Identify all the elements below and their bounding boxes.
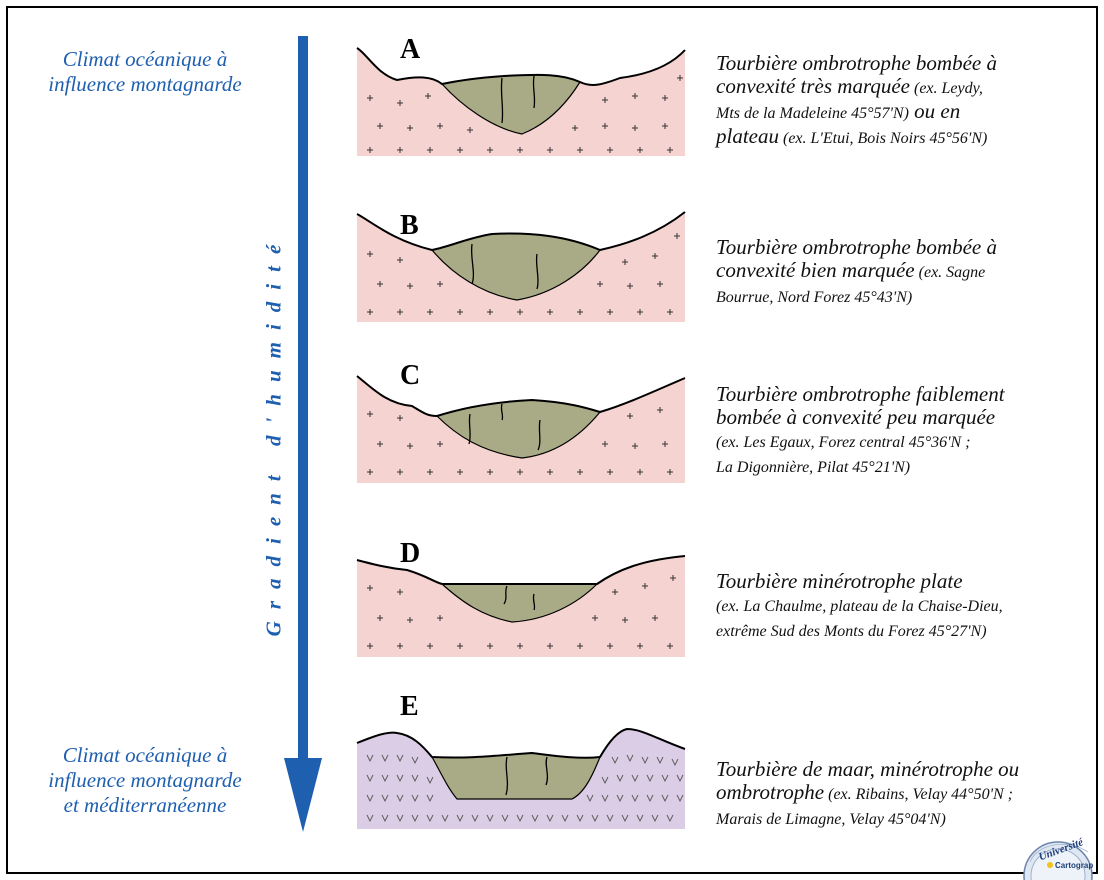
profile-e-letter: E (400, 691, 419, 723)
desc-c-line3-ex: (ex. Les Egaux, Forez central 45°36'N ; (716, 434, 971, 451)
desc-b-line2-ex: (ex. Sagne (915, 264, 986, 281)
desc-b-line1: Tourbière ombrotrophe bombée à (716, 236, 1091, 259)
climate-bottom-caption: Climat océanique à influence montagnarde… (10, 743, 280, 818)
desc-c-line4-ex: La Digonnière, Pilat 45°21'N) (716, 459, 910, 476)
desc-e-line2-main: ombrotrophe (716, 780, 824, 804)
desc-b-line3-ex: Bourrue, Nord Forez 45°43'N) (716, 289, 912, 306)
desc-b-line2-main: convexité bien marquée (716, 258, 915, 282)
desc-a-line1: Tourbière ombrotrophe bombée à (716, 52, 1091, 75)
profile-e: E (352, 705, 697, 833)
peat-body (432, 753, 600, 799)
desc-c-line2: bombée à convexité peu marquée (716, 406, 1091, 429)
profile-c-letter: C (400, 360, 420, 392)
desc-a-line2-ex: (ex. Leydy, (910, 80, 983, 97)
profile-e-cross-section (352, 705, 697, 833)
profile-c-description: Tourbière ombrotrophe faiblement bombée … (716, 383, 1091, 479)
climate-bottom-line3: et méditerranéenne (10, 793, 280, 818)
profile-a: A (352, 38, 697, 160)
desc-e-line3-ex: Marais de Limagne, Velay 45°04'N) (716, 811, 946, 828)
climate-top-line2: influence montagnarde (10, 72, 280, 97)
desc-a-line3-ex: Mts de la Madeleine 45°57'N) (716, 105, 909, 122)
profile-b: B (352, 204, 697, 326)
profile-d: D (352, 542, 697, 660)
desc-c-line1: Tourbière ombrotrophe faiblement (716, 383, 1091, 406)
profile-d-description: Tourbière minérotrophe plate (ex. La Cha… (716, 570, 1091, 643)
university-logo: Université Cartograp (1012, 832, 1102, 880)
profile-b-description: Tourbière ombrotrophe bombée à convexité… (716, 236, 1091, 309)
desc-e-line1: Tourbière de maar, minérotrophe ou (716, 758, 1091, 781)
profile-a-description: Tourbière ombrotrophe bombée à convexité… (716, 52, 1091, 150)
climate-bottom-line1: Climat océanique à (10, 743, 280, 768)
profile-b-letter: B (400, 210, 419, 242)
desc-a-line2-main: convexité très marquée (716, 74, 910, 98)
climate-bottom-line2: influence montagnarde (10, 768, 280, 793)
desc-d-line3-ex: extrême Sud des Monts du Forez 45°27'N) (716, 623, 987, 640)
profile-e-description: Tourbière de maar, minérotrophe ou ombro… (716, 758, 1091, 831)
profile-c: C (352, 368, 697, 486)
desc-d-line1: Tourbière minérotrophe plate (716, 570, 1091, 593)
svg-text:Cartograp: Cartograp (1055, 861, 1093, 870)
desc-a-line4-main: plateau (716, 124, 779, 148)
gradient-label: Gradient d'humidité (262, 215, 287, 655)
climate-top-line1: Climat océanique à (10, 47, 280, 72)
desc-d-line2-ex: (ex. La Chaulme, plateau de la Chaise-Di… (716, 598, 1003, 615)
university-logo-graphic: Université Cartograp (1012, 832, 1102, 880)
profile-a-letter: A (400, 34, 420, 66)
climate-top-caption: Climat océanique à influence montagnarde (10, 47, 280, 97)
profile-d-letter: D (400, 538, 420, 570)
desc-a-line4-ex: (ex. L'Etui, Bois Noirs 45°56'N) (779, 130, 987, 147)
desc-e-line2-ex: (ex. Ribains, Velay 44°50'N ; (824, 786, 1013, 803)
desc-a-line3-main: ou en (909, 99, 960, 123)
